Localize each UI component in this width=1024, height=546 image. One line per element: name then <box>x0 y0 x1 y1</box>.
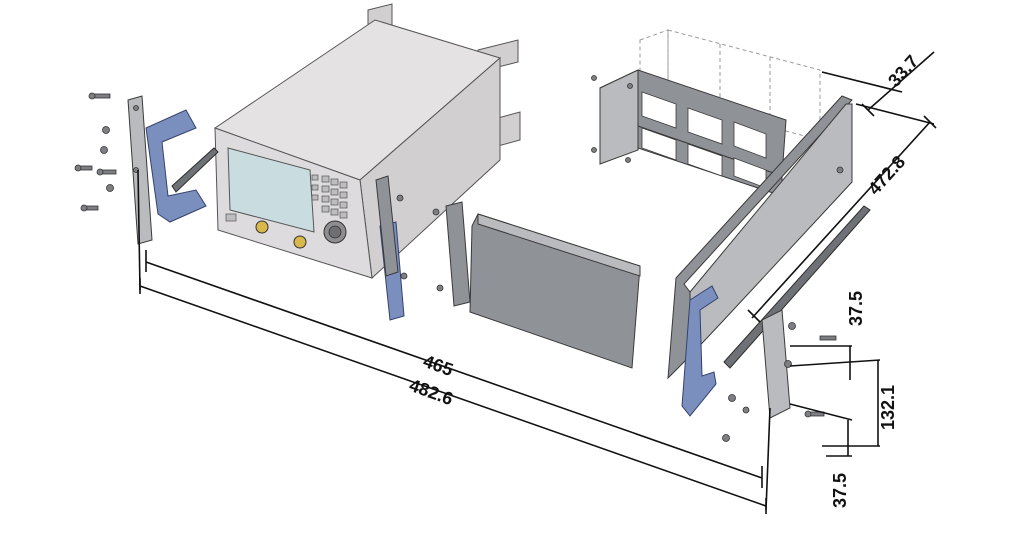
dim-label-482-6: 482.6 <box>407 375 456 409</box>
left-rack-ear-assembly <box>74 92 219 245</box>
connector-right <box>293 235 307 249</box>
dim-label-37-5-top: 37.5 <box>846 291 866 326</box>
dim-label-465: 465 <box>421 351 456 380</box>
cover-plate <box>469 213 641 369</box>
dim-line-465 <box>145 261 763 479</box>
dim-label-37-5-bottom: 37.5 <box>830 473 850 508</box>
left-rack-ear <box>127 95 153 245</box>
dim-line-482-6 <box>139 285 767 507</box>
center-mounting-parts <box>375 175 641 369</box>
filler-bracket <box>445 201 471 307</box>
rotary-knob-center <box>328 225 342 239</box>
dim-label-33-7: 33.7 <box>884 51 922 90</box>
rear-frame-side <box>599 69 639 165</box>
instrument-display <box>227 147 315 233</box>
rear-foot-right-bottom <box>497 111 521 147</box>
left-slide-rail <box>171 147 219 193</box>
power-switch <box>225 213 237 222</box>
right-screws <box>591 75 844 442</box>
instrument-keypad <box>311 174 348 219</box>
center-screws <box>396 194 444 292</box>
left-screws <box>74 92 139 212</box>
connector-left <box>255 220 269 234</box>
center-bracket <box>375 175 399 277</box>
rear-frame-windows <box>641 91 767 189</box>
left-handle <box>145 109 207 223</box>
right-handle <box>681 285 719 417</box>
right-slide-rail <box>723 205 871 369</box>
dimension-lines <box>137 51 937 514</box>
dim-line-33-7 <box>867 51 935 111</box>
dim-label-132-1: 132.1 <box>878 385 898 430</box>
cover-plate-top-edge <box>477 213 641 277</box>
right-rack-ear <box>761 309 791 419</box>
dim-line-472-8 <box>751 121 931 319</box>
right-rack-frame <box>591 69 871 442</box>
dim-label-472-8: 472.8 <box>864 152 909 199</box>
